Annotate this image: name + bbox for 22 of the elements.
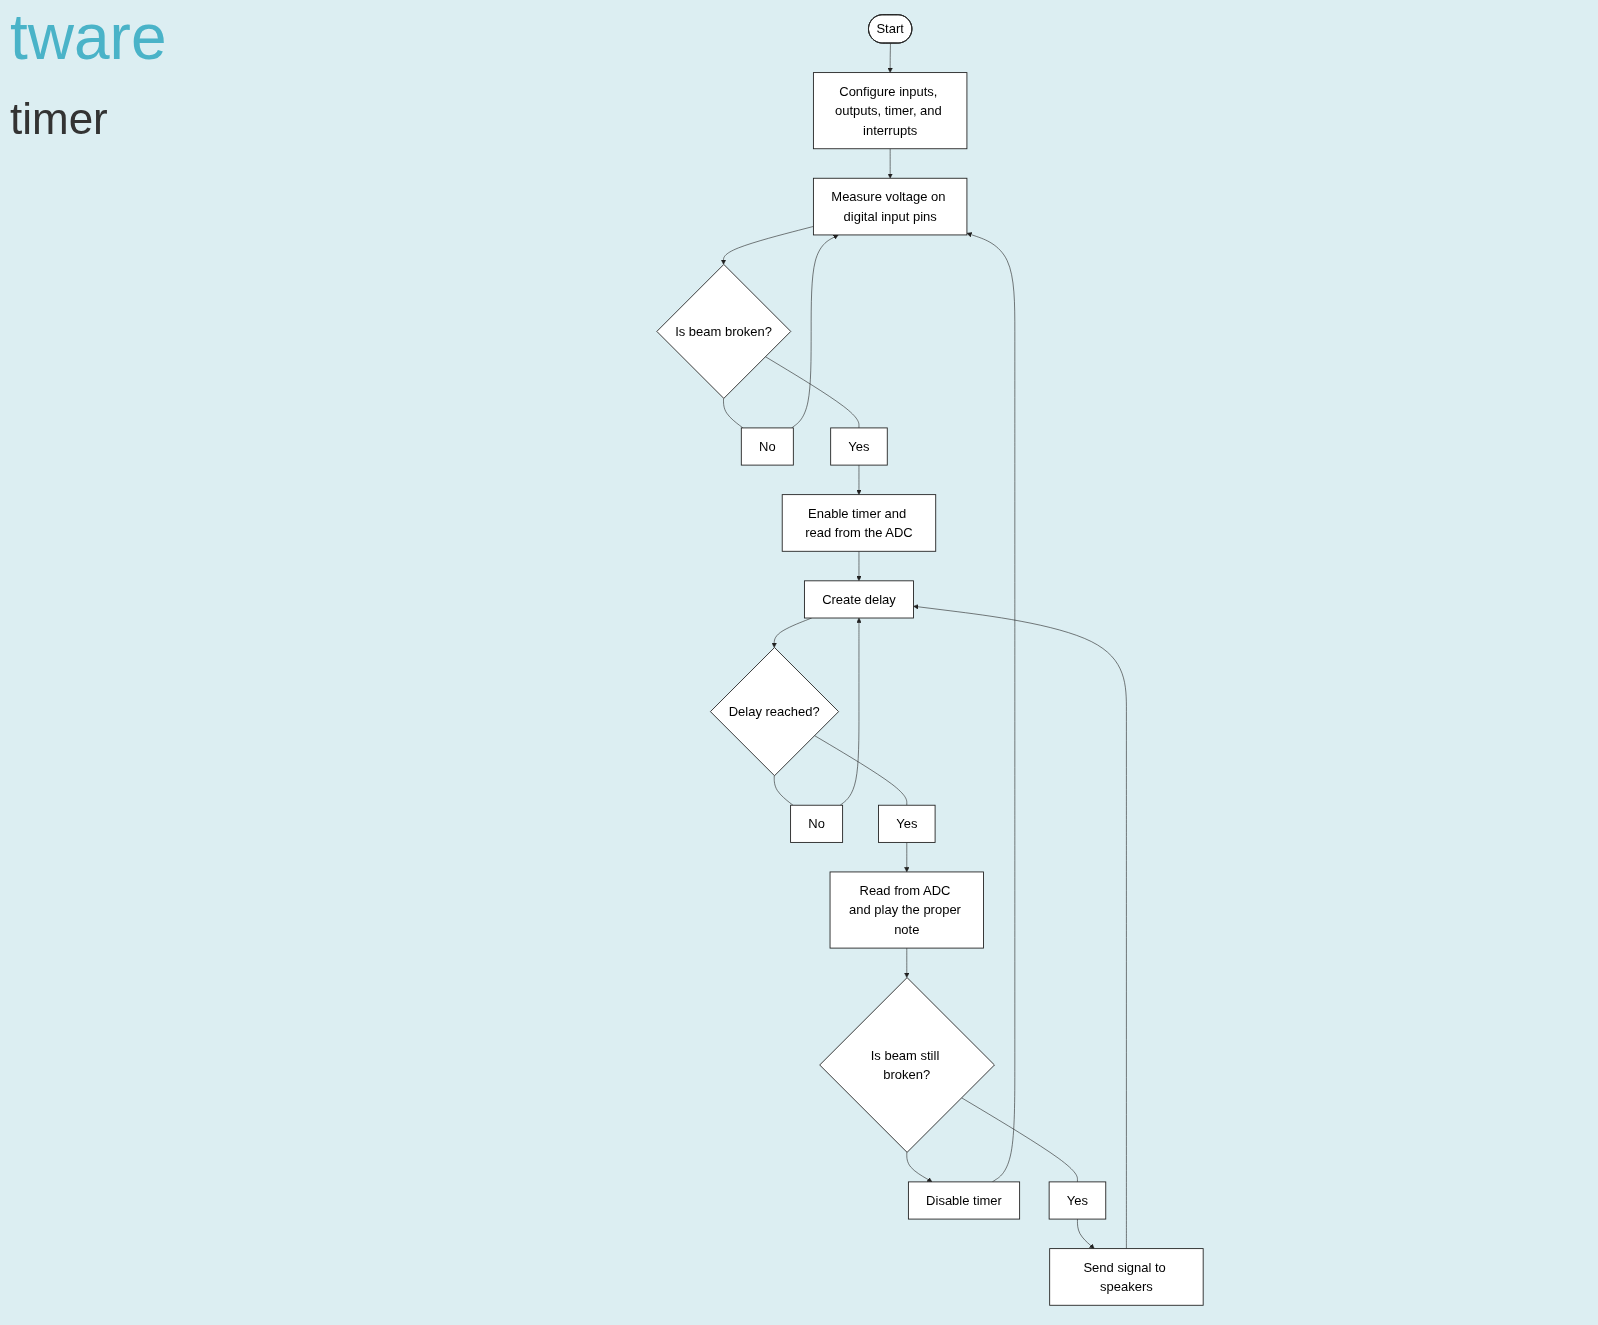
- node-box: Measure voltage on digital input pins: [812, 177, 968, 236]
- node-diamond: Is beam still broken?: [819, 977, 995, 1153]
- node-box: Yes: [830, 427, 888, 466]
- node-box: Configure inputs, outputs, timer, and interrupts: [812, 72, 968, 150]
- connector: [961, 1097, 1078, 1183]
- node-box: No: [740, 427, 794, 466]
- note-text: timer: [10, 94, 109, 144]
- connector: [723, 398, 744, 429]
- node-box: Yes: [1048, 1181, 1107, 1220]
- node-box: Disable timer: [907, 1181, 1021, 1220]
- node-box: Yes: [878, 804, 936, 843]
- connector: [773, 775, 794, 806]
- node-box: Send signal to speakers: [1049, 1248, 1204, 1306]
- node-diamond: Delay reached?: [709, 647, 840, 777]
- connector: [765, 356, 860, 429]
- node-diamond: Is beam broken?: [656, 264, 792, 399]
- node-box: No: [790, 804, 844, 843]
- node-box: Read from ADC and play the proper note: [829, 871, 984, 949]
- node-box: Create delay: [804, 580, 914, 619]
- title-text: tware: [10, 0, 168, 74]
- connector: [814, 735, 908, 806]
- node-box: Enable timer and read from the ADC: [781, 494, 937, 552]
